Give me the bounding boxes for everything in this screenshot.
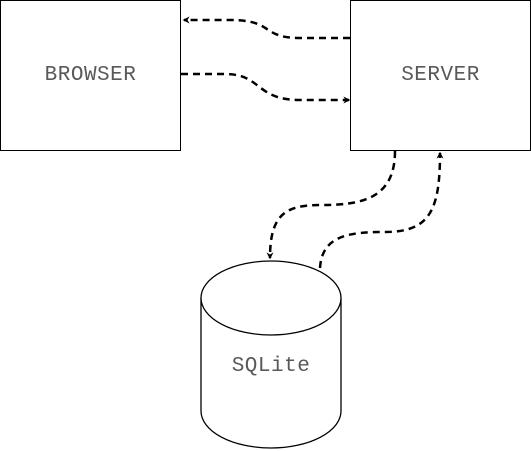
edge-server-to-browser [182, 16, 350, 40]
browser-node: BROWSER [0, 0, 181, 151]
server-label: SERVER [401, 64, 480, 87]
sqlite-label: SQLite [231, 355, 311, 378]
edge-browser-to-server [181, 72, 351, 104]
browser-label: BROWSER [44, 64, 137, 87]
server-node: SERVER [350, 0, 531, 151]
edge-server-to-database [266, 150, 397, 260]
sqlite-cylinder [200, 260, 342, 449]
edge-database-to-server [318, 151, 444, 269]
